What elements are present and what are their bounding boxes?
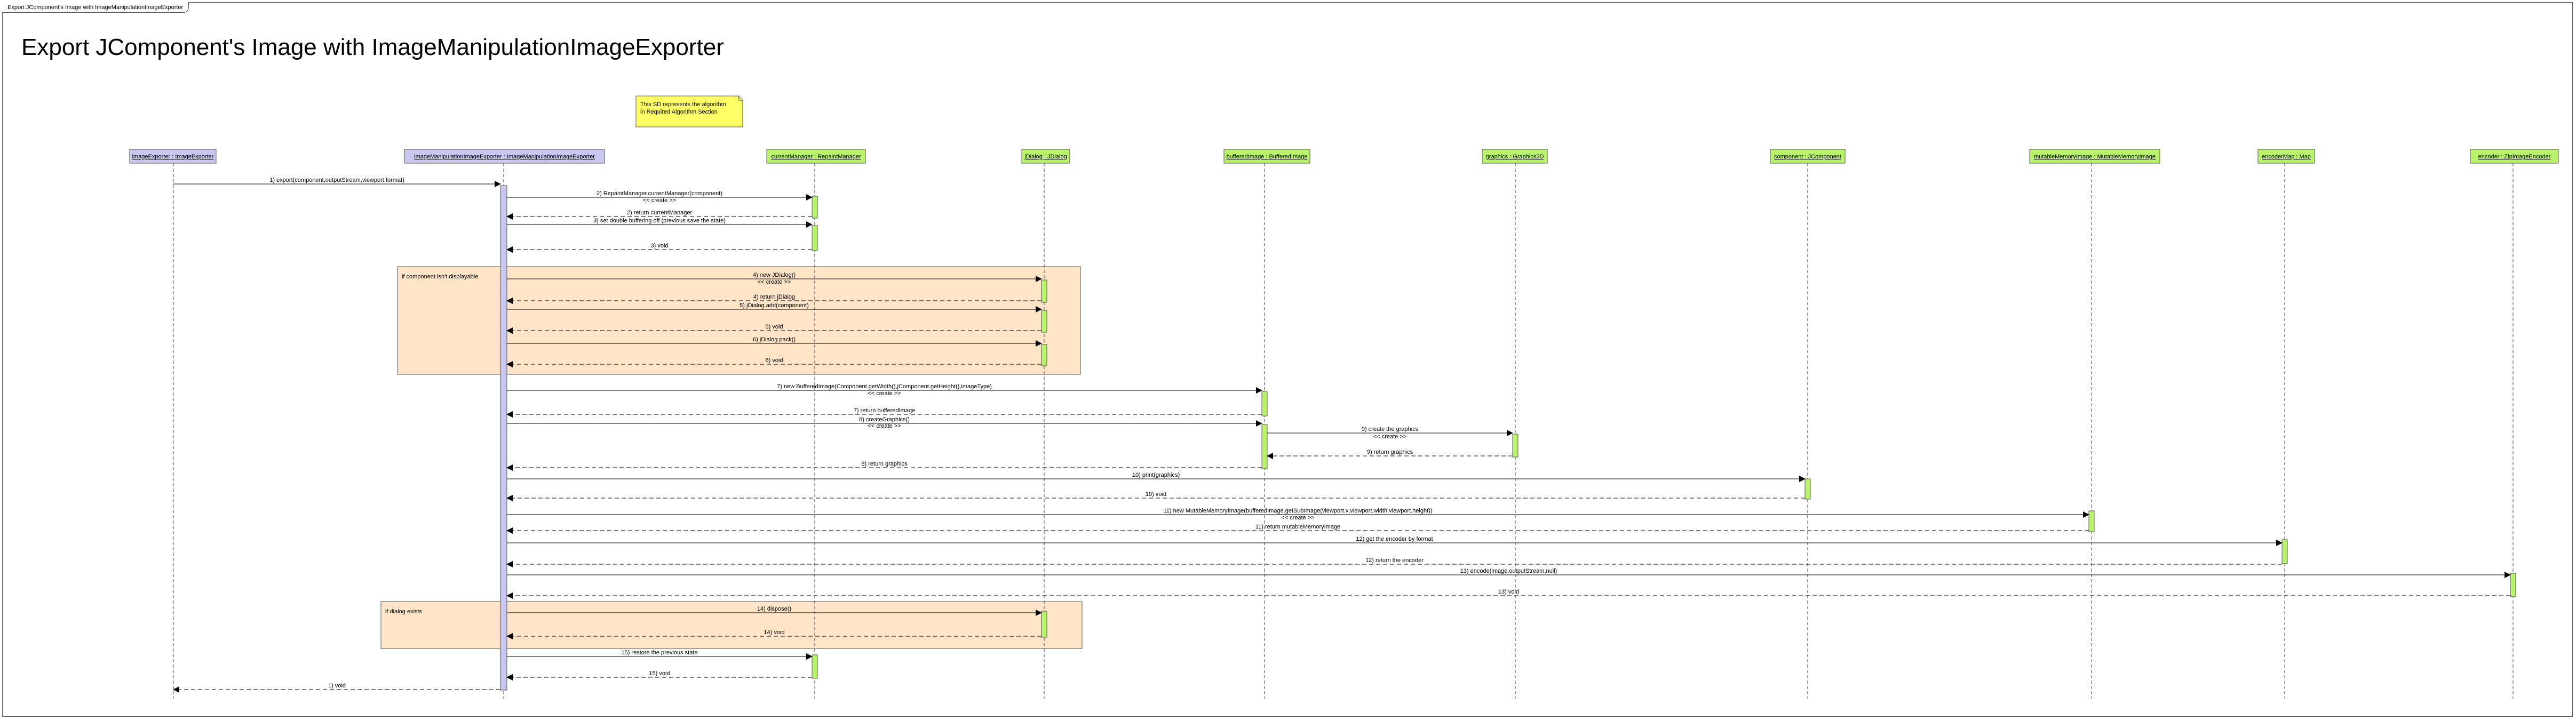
diagram-title: Export JComponent's Image with ImageMani… — [21, 34, 724, 60]
activation-bar — [1512, 434, 1518, 458]
create-stereotype: << create >> — [643, 197, 676, 204]
lifeline-label-mutable: mutableMemoryImage : MutableMemoryImage — [2034, 154, 2156, 160]
message-label: 1) export(component,outputStream,viewpor… — [269, 177, 404, 183]
message-label: 12) return the encoder — [1365, 557, 1424, 564]
lifeline-label-buffered: bufferedImage : BufferedImage — [1227, 154, 1308, 160]
activation-bar — [1261, 424, 1268, 469]
message-label: 6) jDialog.pack() — [753, 337, 796, 343]
lifeline-label-encoder: encoder : ZipImageEncoder — [2478, 154, 2551, 160]
activation-bar — [1261, 391, 1268, 416]
message-label: 15) void — [649, 670, 670, 677]
frame-label: Export JComponent's Image with ImageMani… — [2, 2, 189, 13]
message-label: 15) restore the previous state — [621, 650, 697, 656]
activation-bar — [500, 185, 507, 691]
message-label: 12) get the encoder by format — [1356, 536, 1433, 542]
fragment-box — [397, 266, 1081, 375]
lifeline-head-buffered[interactable] — [1223, 149, 1310, 164]
lifeline-label-encoders: encoderMap : Map — [2262, 154, 2311, 160]
activation-bar — [812, 196, 818, 219]
activations-layer — [500, 185, 2516, 691]
messages-layer: 1) export(component,outputStream,viewpor… — [173, 177, 2511, 693]
create-stereotype: << create >> — [1281, 515, 1314, 521]
message-label: 14) dispose() — [757, 606, 791, 612]
lifeline-head-mutable[interactable] — [2029, 149, 2160, 164]
activation-bar — [2510, 573, 2516, 597]
message-label: 4) return jDialog — [753, 294, 795, 300]
fragment-label: if dialog exists — [385, 608, 423, 615]
message-label: 11) return mutableMemoryImage — [1255, 524, 1340, 530]
note-fold — [738, 96, 743, 101]
fragment-box — [380, 601, 1083, 649]
lifeline-label-repaint: currentManager : RepaintManager — [771, 154, 861, 160]
activation-bar — [2281, 539, 2288, 564]
message-label: 5) jDialog.add(component) — [740, 302, 809, 309]
lifeline-head-dialog[interactable] — [1021, 149, 1070, 164]
message-label: 2) RepaintManager.currentManager(compone… — [597, 190, 722, 197]
fragments-layer: if component isn't displayable if dialog … — [380, 266, 1083, 649]
activation-bar — [812, 225, 818, 251]
message-label: 14) void — [764, 629, 784, 636]
create-stereotype: << create >> — [1373, 434, 1406, 440]
message-label: 13) encode(image,outputStream,null) — [1460, 568, 1557, 574]
lifelines-layer: imageExporter : ImageExporter imageManipu… — [129, 149, 2559, 699]
lifeline-head-exporter[interactable] — [129, 149, 217, 164]
lifeline-head-graphics[interactable] — [1482, 149, 1548, 164]
message-label: 5) void — [765, 324, 783, 330]
lifeline-label-graphics: graphics : Graphics2D — [1486, 154, 1544, 160]
note-line-2: in Required Algorithm Section — [640, 109, 718, 115]
activation-bar — [1804, 478, 1811, 500]
message-label: 9) create the graphics — [1362, 426, 1419, 432]
activation-bar — [1041, 611, 1047, 638]
message-label: 3) void — [650, 243, 668, 249]
activation-bar — [2088, 510, 2095, 532]
message-label: 10) print(graphics) — [1132, 472, 1180, 478]
message-label: 11) new MutableMemoryImage(bufferedImage… — [1164, 508, 1433, 514]
create-stereotype: << create >> — [758, 279, 791, 285]
lifeline-head-encoder[interactable] — [2470, 149, 2559, 164]
message-label: 9) return graphics — [1367, 449, 1413, 455]
activation-bar — [812, 654, 818, 679]
message-label: 3) set double buffering off (previous sa… — [593, 218, 726, 224]
lifeline-label-dialog: jDialog : JDialog — [1024, 154, 1067, 160]
lifeline-head-encoders[interactable] — [2257, 149, 2315, 164]
note-shape — [635, 95, 743, 127]
fragment-label: if component isn't displayable — [402, 274, 478, 280]
activation-bar — [1041, 344, 1047, 366]
message-label: 2) return currentManager — [627, 210, 693, 216]
message-label: 8) return graphics — [861, 461, 908, 467]
message-label: 10) void — [1146, 491, 1166, 498]
lifeline-head-manip[interactable] — [404, 149, 605, 164]
message-label: 7) new BufferedImage(Component.getWidth(… — [777, 383, 992, 390]
message-label: 13) void — [1498, 589, 1519, 595]
message-label: 8) createGraphics() — [859, 416, 910, 423]
activation-bar — [1041, 310, 1047, 333]
message-label: 1) void — [328, 683, 346, 689]
create-stereotype: << create >> — [868, 423, 901, 429]
note: This SD represents the algorithm in Requ… — [635, 95, 743, 127]
message-label: 7) return bufferedImage — [854, 407, 915, 414]
lifeline-head-repaint[interactable] — [766, 149, 866, 164]
create-stereotype: << create >> — [868, 390, 901, 397]
lifeline-label-manip: imageManipulationImageExporter : ImageMa… — [414, 154, 595, 160]
lifeline-label-exporter: imageExporter : ImageExporter — [132, 154, 214, 160]
message-label: 6) void — [765, 357, 783, 364]
note-line-1: This SD represents the algorithm — [640, 101, 726, 108]
lifeline-label-component: component : JComponent — [1774, 154, 1841, 160]
activation-bar — [1041, 279, 1047, 303]
message-label: 4) new JDialog() — [753, 272, 796, 278]
lifeline-head-component[interactable] — [1770, 149, 1846, 164]
